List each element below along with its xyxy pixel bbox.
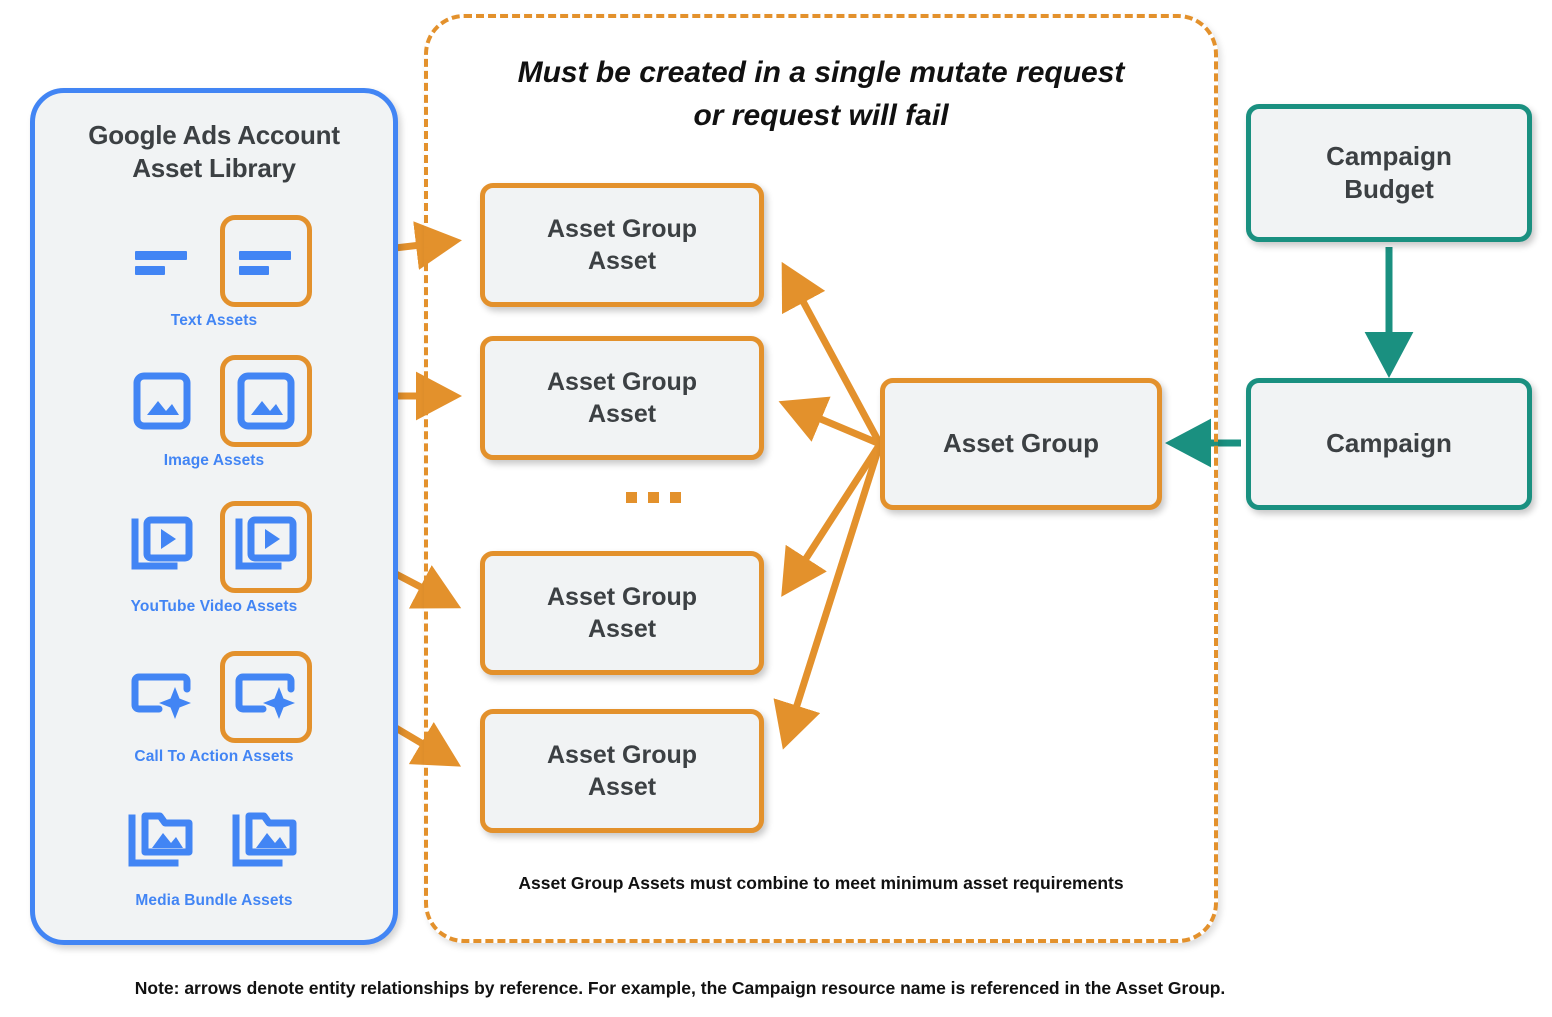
asset-group-node[interactable]: Asset Group xyxy=(880,378,1162,510)
asset-row-text: Text Assets xyxy=(35,215,393,330)
image-asset-icon-glyph xyxy=(133,372,191,430)
asset-caption-media-bundle: Media Bundle Assets xyxy=(135,892,293,909)
campaign-label: Campaign xyxy=(1326,428,1452,459)
media-bundle-asset-icon-2[interactable] xyxy=(220,795,312,887)
asset-library-title-line2: Asset Library xyxy=(132,153,296,184)
image-asset-icon[interactable] xyxy=(116,355,208,447)
call-to-action-asset-icon-selected[interactable] xyxy=(220,651,312,743)
mutate-request-footnote: Asset Group Assets must combine to meet … xyxy=(518,873,1124,893)
ellipsis-dot-3 xyxy=(670,492,681,503)
diagram-note: Note: arrows denote entity relationships… xyxy=(134,978,1226,998)
image-asset-icon-selected[interactable] xyxy=(220,355,312,447)
asset-group-label: Asset Group xyxy=(942,428,1100,459)
mutate-request-heading: Must be created in a single mutate reque… xyxy=(424,52,1218,137)
ellipsis-dot-2 xyxy=(648,492,659,503)
call-to-action-asset-icon[interactable] xyxy=(116,651,208,743)
asset-library-title: Google Ads Account Asset Library xyxy=(35,119,393,185)
media-bundle-asset-icon-glyph xyxy=(128,812,193,867)
youtube-video-asset-icon-glyph xyxy=(235,516,297,570)
asset-row-video: YouTube Video Assets xyxy=(35,501,393,616)
asset-icon-group-cta xyxy=(35,651,393,743)
asset-row-media-bundle: Media Bundle Assets xyxy=(35,795,393,910)
asset-caption-image: Image Assets xyxy=(163,452,265,469)
asset-caption-text: Text Assets xyxy=(170,312,258,329)
media-bundle-asset-icon-glyph xyxy=(232,812,297,867)
image-asset-icon-glyph xyxy=(237,372,295,430)
asset-library-title-line1: Google Ads Account xyxy=(88,120,340,150)
text-asset-icon-glyph xyxy=(239,251,291,275)
ellipsis-indicator xyxy=(626,492,681,503)
ellipsis-dot-1 xyxy=(626,492,637,503)
youtube-video-asset-icon-glyph xyxy=(131,516,193,570)
asset-row-cta: Call To Action Assets xyxy=(35,651,393,766)
youtube-video-asset-icon[interactable] xyxy=(116,501,208,593)
youtube-video-asset-icon-selected[interactable] xyxy=(220,501,312,593)
asset-icon-group-text xyxy=(35,215,393,307)
asset-icon-group-video xyxy=(35,501,393,593)
asset-icon-group-media-bundle xyxy=(35,795,393,887)
text-asset-icon-selected[interactable] xyxy=(220,215,312,307)
asset-library-panel: Google Ads Account Asset Library xyxy=(30,88,398,945)
call-to-action-asset-icon-glyph xyxy=(131,673,191,719)
call-to-action-asset-icon-glyph xyxy=(235,673,295,719)
campaign-node[interactable]: Campaign xyxy=(1246,378,1532,510)
asset-icon-group-image xyxy=(35,355,393,447)
mutate-heading-line1: Must be created in a single mutate reque… xyxy=(517,56,1125,89)
mutate-heading-line2: or request will fail xyxy=(693,98,949,132)
asset-row-image: Image Assets xyxy=(35,355,393,470)
mutate-request-container xyxy=(424,14,1218,943)
asset-caption-video: YouTube Video Assets xyxy=(130,598,298,615)
text-asset-icon[interactable] xyxy=(116,215,208,307)
media-bundle-asset-icon[interactable] xyxy=(116,795,208,887)
asset-caption-cta: Call To Action Assets xyxy=(134,748,294,765)
text-asset-icon-glyph xyxy=(135,251,187,275)
